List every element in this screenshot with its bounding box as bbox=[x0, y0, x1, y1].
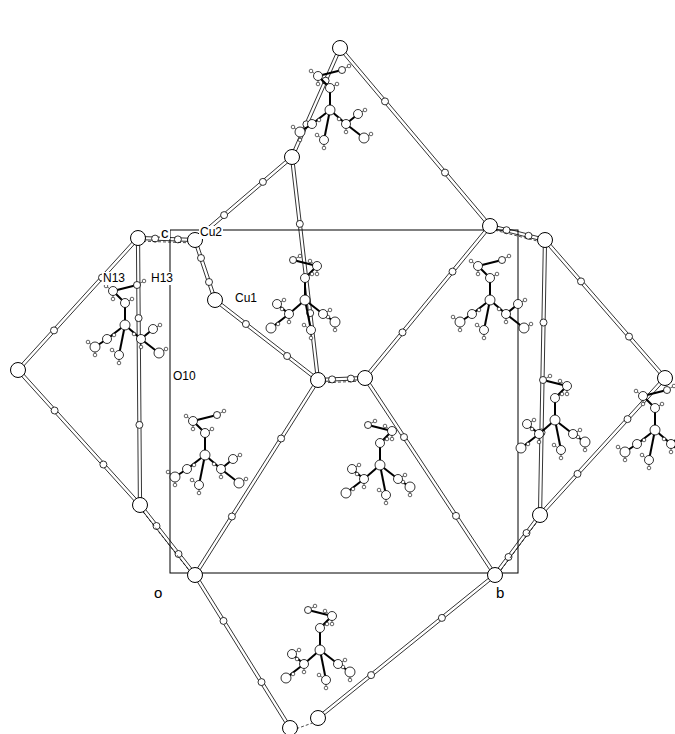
atom-label: Cu2 bbox=[199, 226, 223, 239]
unit-cell bbox=[170, 230, 518, 573]
axis-label: o bbox=[153, 586, 163, 599]
atom-label: O10 bbox=[172, 370, 197, 383]
cyanide-chains bbox=[11, 41, 673, 734]
cation-molecules bbox=[86, 64, 675, 690]
atom-label: Cu1 bbox=[234, 292, 258, 305]
axis-label: b bbox=[495, 586, 505, 599]
atom-label: N13 bbox=[102, 272, 126, 285]
atom-label: H13 bbox=[150, 272, 174, 285]
axis-label: c bbox=[160, 226, 170, 239]
